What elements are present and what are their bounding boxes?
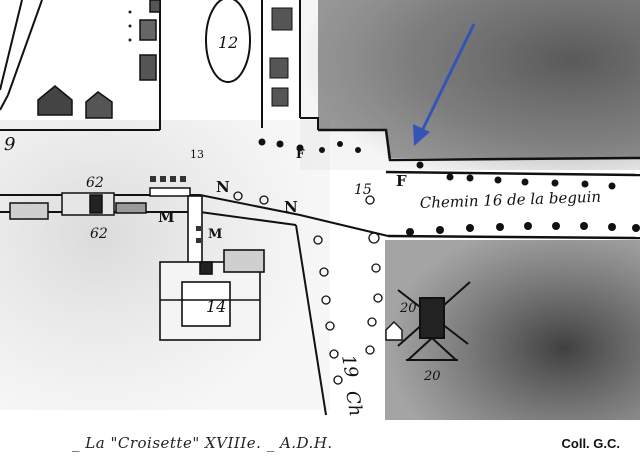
house-icon xyxy=(150,176,201,243)
label-15: 15 xyxy=(354,182,372,198)
label-road-name: Chemin 16 de la beguin xyxy=(420,188,602,212)
label-20-bottom: 20 xyxy=(423,369,441,384)
label-20-top: 20 xyxy=(399,301,417,316)
caption-bar: _ La "Croisette" XVIIIe. _ A.D.H. Coll. … xyxy=(0,420,640,474)
block-upper-right xyxy=(318,0,640,158)
map-drawing: 12 xyxy=(0,0,640,420)
label-19: 19 xyxy=(337,353,362,379)
house-icon xyxy=(385,321,403,341)
label-margin: Ch xyxy=(341,389,366,418)
label-m2: M xyxy=(208,227,222,242)
windmill-icon xyxy=(397,281,471,361)
road-chemin xyxy=(318,128,640,240)
collection-credit: Coll. G.C. xyxy=(561,436,621,451)
house-icon xyxy=(269,7,293,107)
block-upper-left xyxy=(0,0,161,131)
label-n2: N xyxy=(284,198,298,216)
building-62 xyxy=(9,187,191,220)
street-column xyxy=(261,0,319,130)
label-13: 13 xyxy=(190,148,204,161)
tree-row-lower xyxy=(406,222,640,236)
tree-row-upper xyxy=(258,138,616,190)
tree-column xyxy=(233,191,383,385)
dotted-strip xyxy=(128,10,132,42)
label-12: 12 xyxy=(218,33,238,52)
label-62-bottom: 62 xyxy=(90,226,108,242)
north-arrow-icon xyxy=(413,23,476,146)
label-62-top: 62 xyxy=(86,175,104,191)
label-n1: N xyxy=(216,178,230,196)
label-9: 9 xyxy=(4,134,15,155)
label-14: 14 xyxy=(206,297,226,316)
plot-12-outline xyxy=(205,0,251,83)
house-icon xyxy=(37,0,161,119)
label-m1: M xyxy=(158,208,175,226)
label-f2: F xyxy=(296,147,305,161)
map-caption: _ La "Croisette" XVIIIe. _ A.D.H. xyxy=(72,434,333,452)
building-14 xyxy=(159,195,265,341)
label-f: F xyxy=(396,172,407,190)
